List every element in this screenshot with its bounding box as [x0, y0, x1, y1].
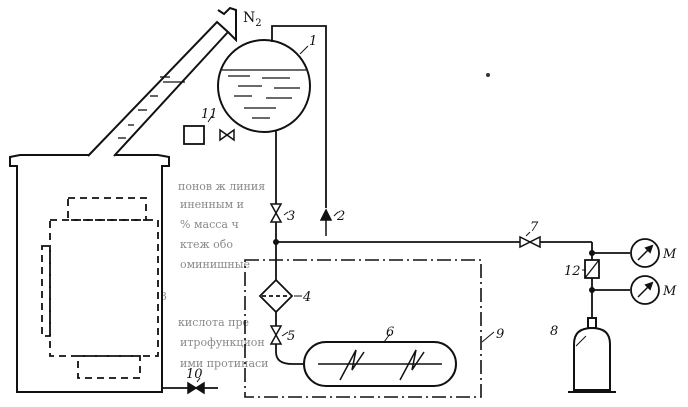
bleed-through-text: понов ж линия иненным и % масса ч ктеж о…: [160, 180, 269, 370]
gas-cylinder: [568, 317, 616, 393]
label-10: 10: [186, 367, 203, 382]
stray-dot: [486, 73, 490, 77]
junction-dot: [589, 250, 595, 256]
reducer: [584, 259, 600, 279]
filter: [258, 268, 294, 326]
valve-2: [319, 208, 333, 236]
pressure-gauge: [630, 238, 660, 268]
label-12: 12: [564, 264, 581, 279]
bleed-line: % масса ч: [180, 218, 239, 231]
component-labels: 1 2 3 4 5 6 7 8 9 10 11 12: [186, 34, 581, 382]
pressure-gauge: [630, 275, 660, 305]
label-7: 7: [530, 220, 539, 235]
bleed-line: ктеж обо: [180, 238, 233, 251]
bleed-line: кислота пре: [178, 316, 249, 329]
gauge-label: M: [662, 284, 677, 299]
label-1: 1: [309, 34, 317, 49]
bleed-line: понов ж линия: [178, 180, 265, 193]
bleed-line: ими протинаси: [180, 357, 269, 370]
valve-3: [269, 203, 283, 223]
valve-7: [519, 235, 541, 249]
leader-lines: [196, 45, 587, 383]
label-5: 5: [287, 329, 295, 344]
label-2: 2: [336, 209, 345, 224]
label-11: 11: [201, 107, 218, 122]
junction-dot: [273, 239, 279, 245]
bleed-line: итрофункцион: [180, 336, 265, 349]
bleed-line: оминишные: [180, 258, 250, 271]
valve-11: [219, 128, 235, 142]
label-8: 8: [550, 324, 558, 339]
inclined-feed-pipe: [87, 6, 237, 157]
bleed-line: 3: [160, 290, 167, 303]
thermostat-box: [244, 259, 482, 398]
label-9: 9: [496, 327, 504, 342]
nitrogen-label: N2: [243, 10, 262, 29]
valve-10: [162, 381, 218, 395]
junction-dot: [589, 287, 595, 293]
gauge-label: M: [662, 247, 677, 262]
reactor: [303, 341, 457, 387]
label-6: 6: [386, 325, 394, 340]
storage-tank: [9, 154, 170, 393]
label-3: 3: [287, 209, 295, 224]
receiver-vessel: [217, 39, 311, 133]
reactor-feed-line: [275, 344, 305, 365]
label-4: 4: [302, 290, 311, 305]
main-line: [275, 130, 630, 320]
vent-line: [271, 25, 327, 208]
valve-5: [269, 325, 283, 345]
square-symbol: [183, 125, 205, 145]
bleed-line: иненным и: [180, 198, 244, 211]
